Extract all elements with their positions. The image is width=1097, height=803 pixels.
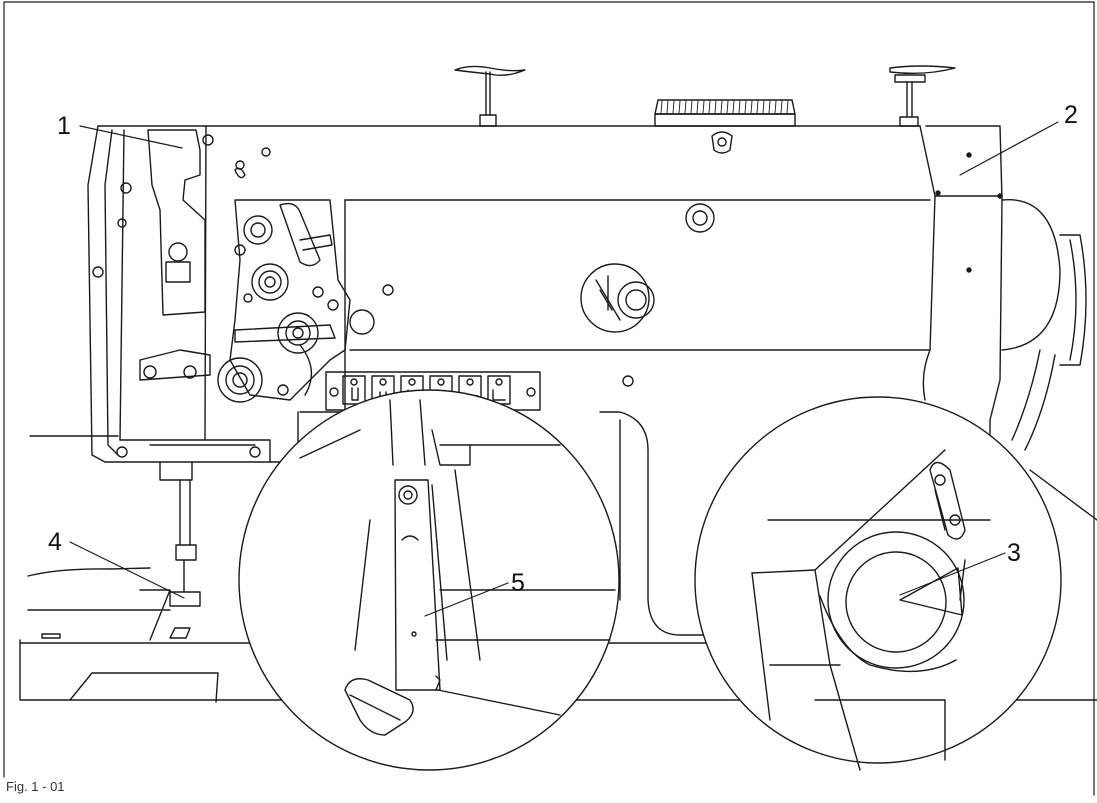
callout-label-4: 4 [48,528,62,556]
callout-label-1: 1 [57,112,71,140]
switch-panel [325,371,541,411]
leader-lines [69,121,1059,617]
bed-outline-right [599,411,1097,636]
callout-label-5: 5 [511,569,525,597]
callout-label-3: 3 [1007,539,1021,567]
callout-label-2: 2 [1064,101,1078,129]
figure-caption: Fig. 1 - 01 [6,779,65,794]
figure-border [3,1,1095,796]
detail-circle-5 [238,389,620,771]
detail-circle-3 [694,396,1062,771]
machine-arm [87,65,1087,651]
